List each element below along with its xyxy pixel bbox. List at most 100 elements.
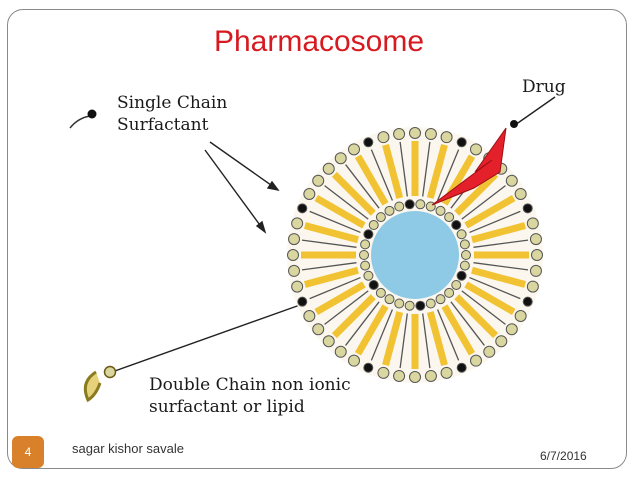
footer-author: sagar kishor savale	[72, 441, 184, 456]
double-chain-head	[312, 323, 325, 336]
double-chain-head	[514, 188, 527, 200]
aqueous-core	[371, 211, 459, 299]
double-chain-tail	[454, 171, 499, 216]
inner-head-group	[435, 294, 446, 305]
double-chain-head	[377, 366, 390, 379]
single-chain-tail	[469, 210, 521, 234]
double-chain-head	[529, 264, 542, 277]
double-chain-label-line-2: surfactant or lipid	[149, 397, 305, 417]
inner-head-group	[375, 212, 386, 223]
single-chain-label-line-1: Single Chain	[117, 93, 228, 113]
double-chain-tail	[314, 194, 366, 229]
double-chain-head	[288, 264, 301, 277]
single-chain-tail	[461, 185, 506, 220]
single-chain-tail	[370, 309, 394, 361]
single-chain-head	[522, 203, 533, 214]
double-chain-head	[348, 143, 360, 156]
double-chain-tail	[314, 281, 366, 316]
single-chain-tail	[309, 210, 361, 234]
double-chain-head	[440, 131, 453, 144]
double-chain-tail	[464, 194, 516, 229]
single-chain-tail	[301, 262, 357, 271]
single-chain-tail	[370, 149, 394, 201]
single-chain-tail	[436, 309, 460, 361]
double-chain-head	[409, 127, 421, 139]
double-chain-head	[424, 369, 437, 382]
single-chain-tail	[345, 164, 380, 209]
double-chain-head	[303, 188, 316, 200]
double-chain-tail	[441, 304, 476, 356]
drug-label: Drug	[522, 77, 566, 97]
drug-molecule-icon	[431, 120, 518, 206]
double-chain-head	[322, 335, 335, 348]
inner-head-group	[404, 300, 415, 311]
single-chain-tail	[399, 141, 408, 197]
double-chain-lipid-icon	[83, 365, 117, 403]
double-chain-tail	[331, 171, 376, 216]
pointer-line-single-2	[204, 149, 266, 233]
double-chain-head	[483, 345, 496, 358]
inner-head-group	[415, 199, 426, 210]
double-chain-head	[424, 128, 437, 141]
inner-head-group	[394, 298, 405, 309]
single-chain-tail	[399, 313, 408, 369]
double-chain-tail	[382, 143, 404, 199]
inner-head-group	[444, 287, 455, 298]
inner-head-group	[435, 205, 446, 216]
inner-head-group	[415, 300, 426, 311]
inner-head-group	[425, 298, 436, 309]
double-chain-tail	[464, 281, 516, 316]
inner-head-group	[360, 239, 371, 250]
inner-head-group	[375, 287, 386, 298]
single-chain-head	[363, 137, 374, 148]
single-chain-head	[297, 203, 308, 214]
inner-head-group	[444, 212, 455, 223]
single-chain-tail	[436, 149, 460, 201]
slide-number-badge: 4	[12, 436, 44, 468]
inner-head-group	[459, 239, 470, 250]
pointer-line-drug	[514, 96, 556, 126]
single-chain-tail	[450, 301, 485, 346]
double-chain-head	[514, 310, 527, 322]
inner-head-group	[368, 279, 379, 290]
double-chain-head	[393, 369, 406, 382]
double-chain-head	[334, 345, 347, 358]
single-chain-tail	[469, 276, 521, 300]
double-chain-tail	[454, 294, 499, 339]
single-chain-tail	[324, 185, 369, 220]
double-chain-head	[291, 280, 304, 293]
double-chain-head	[393, 128, 406, 141]
double-chain-tail	[303, 266, 359, 288]
lipid-tails	[301, 141, 529, 369]
double-chain-head	[348, 354, 360, 367]
double-chain-head	[505, 323, 518, 336]
single-chain-tail	[324, 290, 369, 325]
double-chain-head	[288, 233, 301, 246]
inner-head-group	[456, 229, 467, 240]
double-chain-head	[377, 131, 390, 144]
single-chain-tail	[422, 141, 431, 197]
inner-head-group	[461, 250, 471, 260]
single-chain-head	[456, 362, 467, 373]
double-chain-label-line-1: Double Chain non ionic	[149, 375, 351, 395]
double-chain-head	[529, 233, 542, 246]
inner-head-group	[384, 294, 395, 305]
micelle-structure	[287, 127, 543, 383]
single-chain-head	[522, 296, 533, 307]
single-chain-tail	[461, 290, 506, 325]
single-chain-tail	[309, 276, 361, 300]
single-chain-tail	[473, 239, 529, 248]
double-chain-head	[409, 371, 421, 383]
inner-head-groups	[359, 199, 471, 311]
double-chain-head	[334, 152, 347, 165]
single-chain-label-line-2: Surfactant	[117, 115, 209, 135]
double-chain-tail	[471, 266, 527, 288]
double-chain-tail	[471, 222, 527, 244]
double-chain-head	[287, 249, 299, 261]
arrowhead-single-1	[266, 180, 280, 192]
inner-head-group	[459, 260, 470, 271]
single-chain-head	[363, 362, 374, 373]
inner-head-group	[363, 229, 374, 240]
single-chain-tail	[301, 239, 357, 248]
inner-head-group	[394, 201, 405, 212]
